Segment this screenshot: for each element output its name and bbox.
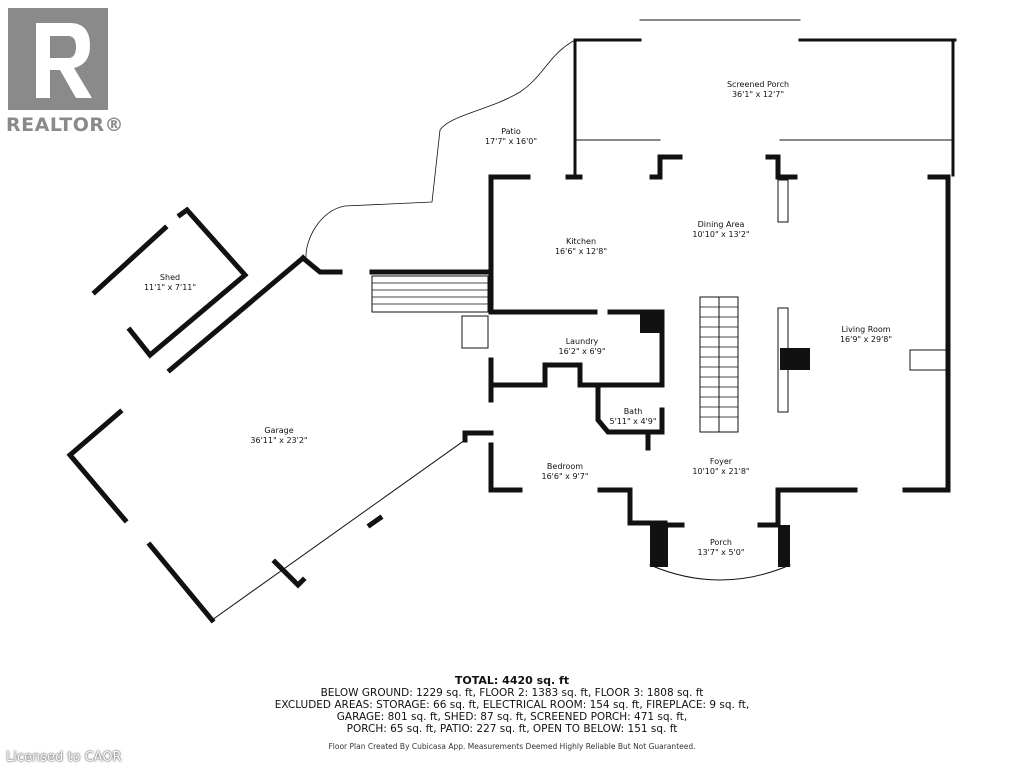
summary-line: EXCLUDED AREAS: STORAGE: 66 sq. ft, ELEC…: [274, 699, 750, 711]
room-dims: 16'6" x 9'7": [541, 472, 589, 481]
staircase: [371, 179, 951, 433]
room-dims: 17'7" x 16'0": [484, 137, 538, 146]
porch-arc: [649, 564, 791, 581]
room-dims: 13'7" x 5'0": [697, 548, 745, 557]
summary-line: BELOW GROUND: 1229 sq. ft, FLOOR 2: 1383…: [320, 687, 704, 699]
room-name: Porch: [709, 538, 732, 547]
room-dims: 36'1" x 12'7": [731, 90, 785, 99]
room-name: Foyer: [709, 457, 733, 466]
total-area: TOTAL: 4420 sq. ft: [454, 674, 570, 687]
porch-column-left: [650, 525, 668, 567]
credit-note: Floor Plan Created By Cubicasa App. Meas…: [328, 742, 696, 751]
room-name: Laundry: [565, 337, 599, 346]
room-name: Bath: [623, 407, 643, 416]
porch-column-right: [778, 525, 790, 567]
license-watermark: Licensed to CAOR: [6, 750, 122, 765]
room-name: Shed: [159, 273, 181, 282]
room-dims: 10'10" x 21'8": [692, 467, 750, 476]
area-summary: TOTAL: 4420 sq. ft BELOW GROUND: 1229 sq…: [0, 674, 1024, 736]
room-dims: 11'1" x 7'11": [143, 283, 197, 292]
shed-walls: [91, 206, 249, 359]
main-house-walls: [488, 154, 951, 528]
garage-walls: [66, 254, 494, 624]
storage-block: [640, 313, 662, 333]
realtor-logo: [8, 8, 108, 110]
screened-porch-walls: [573, 19, 957, 177]
room-dims: 16'2" x 6'9": [558, 347, 606, 356]
realtor-r-icon: [36, 23, 92, 98]
room-name: Bedroom: [546, 462, 584, 471]
room-name: Kitchen: [565, 237, 597, 246]
room-name: Patio: [501, 127, 521, 136]
summary-line: PORCH: 65 sq. ft, PATIO: 227 sq. ft, OPE…: [346, 723, 678, 735]
room-dims: 16'6" x 12'8": [554, 247, 608, 256]
patio-outline: [305, 39, 576, 259]
floor-plan: [66, 19, 957, 624]
room-name: Screened Porch: [726, 80, 790, 89]
stair-treads: [371, 282, 739, 418]
fireplace-block: [780, 348, 810, 370]
garage-door: [211, 439, 466, 621]
room-dims: 36'11" x 23'2": [250, 436, 308, 445]
room-name: Living Room: [841, 325, 891, 334]
realtor-logo-text: REALTOR®: [6, 114, 125, 136]
room-name: Dining Area: [697, 220, 745, 229]
room-name: Garage: [264, 426, 294, 435]
room-dims: 16'9" x 29'8": [839, 335, 893, 344]
room-dims: 10'10" x 13'2": [692, 230, 750, 239]
room-dims: 5'11" x 4'9": [609, 417, 657, 426]
summary-line: GARAGE: 801 sq. ft, SHED: 87 sq. ft, SCR…: [336, 711, 688, 723]
